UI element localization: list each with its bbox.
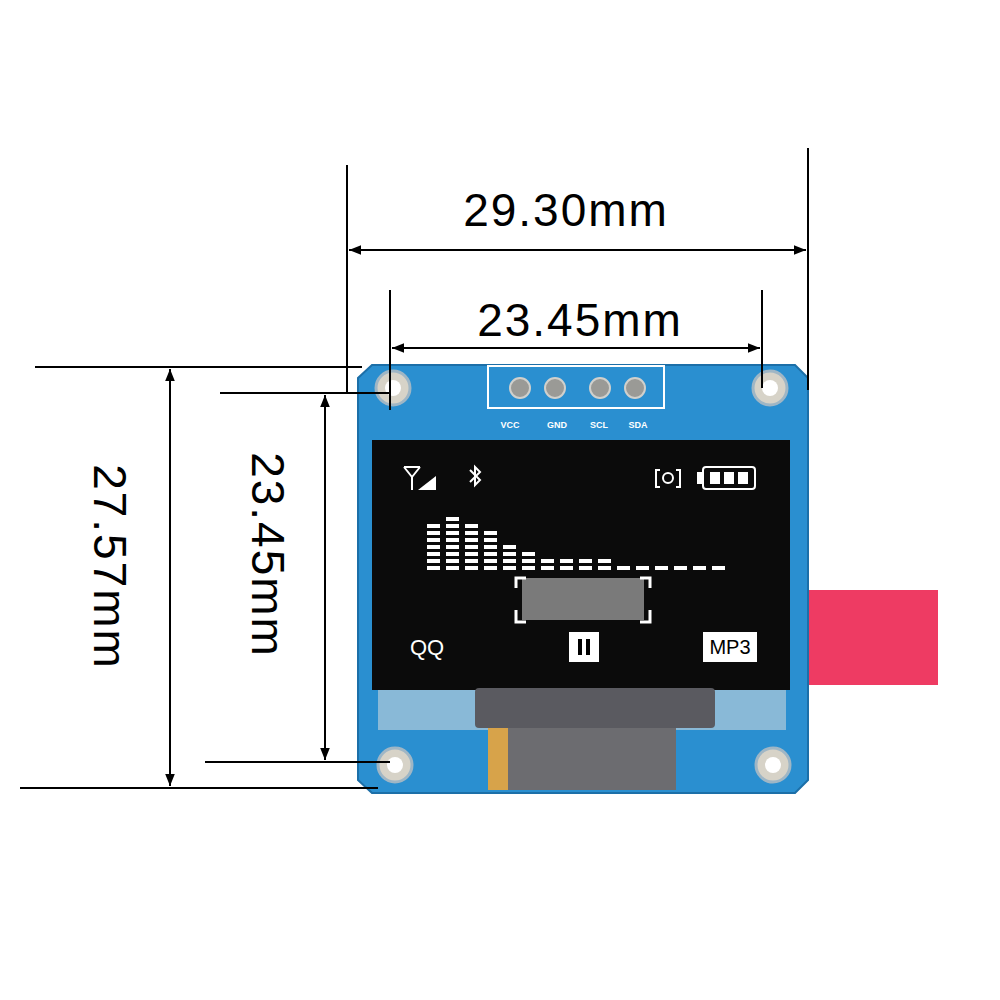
screen-badge: MP3 [703,632,756,662]
pcb-board [358,365,808,793]
signal-icon [418,476,436,490]
pin-label: SCL [590,421,608,430]
dimension-label: 29.30mm [463,187,669,233]
blurred-area [522,578,644,620]
flex-cable [508,728,676,790]
pin-label: VCC [500,421,519,430]
driver-chip [475,688,715,728]
equalizer-bars [427,517,725,570]
pin-label: GND [547,421,567,430]
pin-header-outline [488,366,664,408]
dimension-label: 23.45mm [245,452,291,658]
pause-icon-bar [586,639,590,655]
screen-text: QQ [410,637,444,659]
dimension-lines [20,148,808,788]
corner-brackets [516,578,650,622]
pause-icon [569,632,599,662]
dimension-label: 23.45mm [477,297,683,343]
pin-label: SDA [628,421,647,430]
dimension-label: 27.57mm [87,464,133,670]
protective-film-tab [806,590,938,685]
flex-cable [488,728,508,790]
pause-icon-bar [578,639,582,655]
battery-cells [710,472,748,484]
header-pins [510,378,645,398]
oled-screen [372,440,790,690]
status-icons [404,467,755,490]
